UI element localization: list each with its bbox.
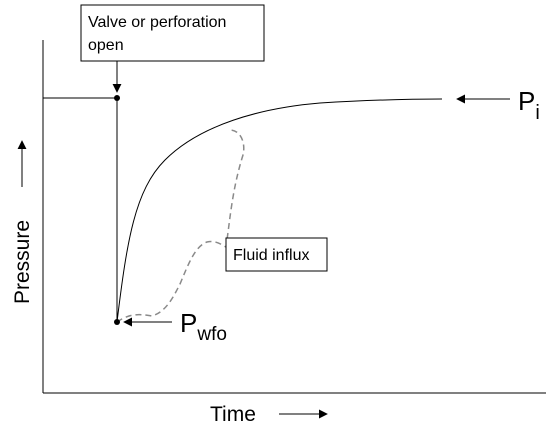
valve-label-line1: Valve or perforation xyxy=(88,14,226,31)
pi-label-main: P xyxy=(518,86,535,116)
pwfo-label-main: P xyxy=(180,308,197,338)
valve-open-point xyxy=(114,95,120,101)
pi-label-sub: i xyxy=(535,102,539,124)
fluid-influx-label: Fluid influx xyxy=(233,247,309,264)
pi-label: Pi xyxy=(518,86,540,124)
valve-label-box xyxy=(80,4,265,62)
pressure-axis-label: Pressure xyxy=(11,220,34,304)
buildup-curve xyxy=(116,98,443,323)
pwfo-point xyxy=(114,319,120,325)
pwfo-label-sub: wfo xyxy=(196,324,227,345)
time-axis-label: Time xyxy=(210,403,256,426)
fluid-influx-curve xyxy=(116,129,245,323)
fluid-influx-box xyxy=(225,237,328,272)
pwfo-label: Pwfo xyxy=(180,308,227,345)
valve-label-line2: open xyxy=(88,37,124,54)
